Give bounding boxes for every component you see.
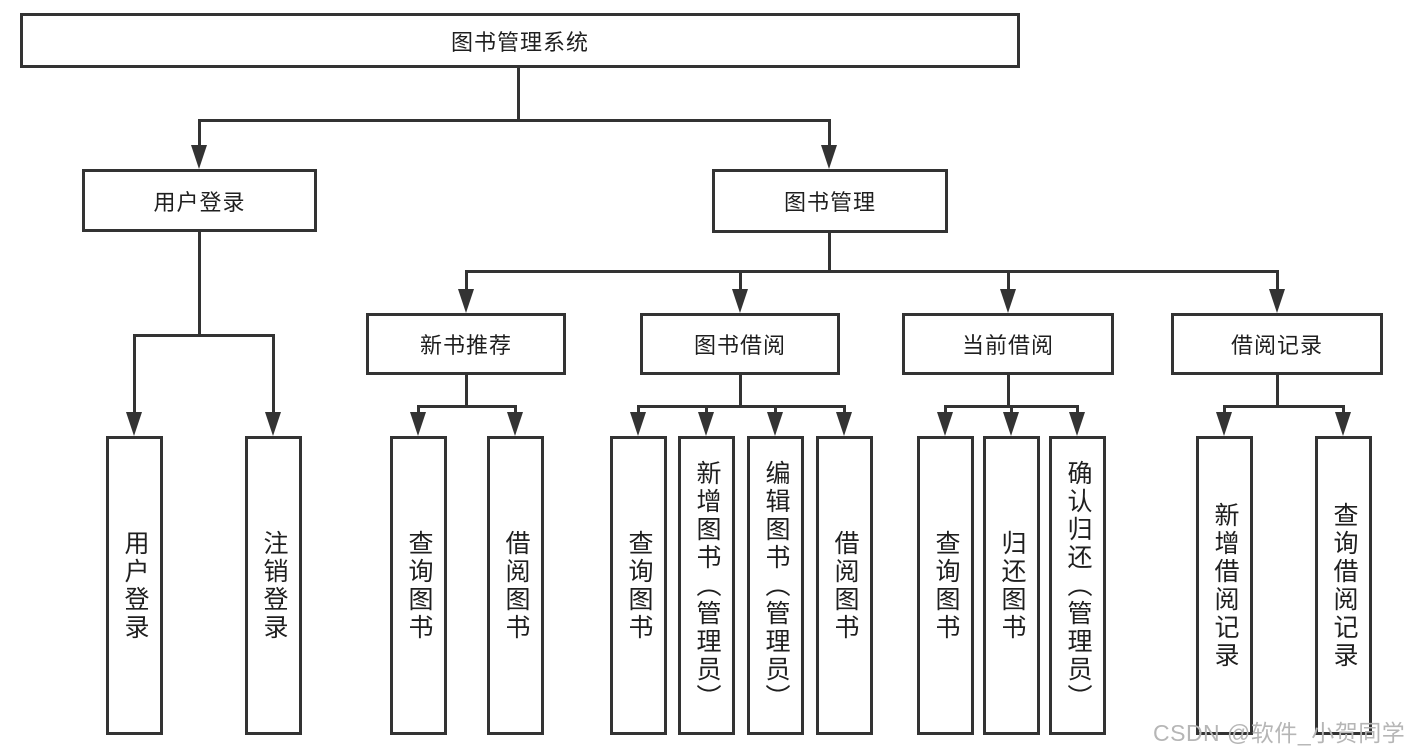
connector-line <box>1223 405 1226 417</box>
connector-line <box>133 334 275 337</box>
connector-line <box>1223 405 1344 408</box>
node-user-login-label: 用户登录 <box>153 189 246 215</box>
leaf-add-borrow-record-label: 新增借阅记录 <box>1211 501 1239 670</box>
arrow-down-icon <box>410 412 426 436</box>
leaf-query-borrow-record: 查询借阅记录 <box>1315 436 1372 735</box>
connector-line <box>417 405 517 408</box>
connector-line <box>517 68 520 121</box>
arrow-down-icon <box>937 412 953 436</box>
connector-line <box>637 405 845 408</box>
connector-line <box>944 405 947 417</box>
connector-line <box>637 405 640 417</box>
node-new-book-recommend-label: 新书推荐 <box>419 333 512 358</box>
node-borrow-record-label: 借阅记录 <box>1230 333 1323 358</box>
connector-line <box>1007 375 1010 408</box>
connector-line <box>198 119 831 122</box>
leaf-return-books-label: 归还图书 <box>998 529 1026 642</box>
leaf-user-login-label: 用户登录 <box>121 529 149 642</box>
connector-line <box>828 233 831 273</box>
arrow-down-icon <box>126 412 142 436</box>
leaf-borrow-books-1: 借阅图书 <box>487 436 544 735</box>
connector-line <box>198 119 201 151</box>
leaf-query-books-1-label: 查询图书 <box>405 529 433 642</box>
arrow-down-icon <box>821 145 837 169</box>
leaf-return-books: 归还图书 <box>983 436 1040 735</box>
connector-line <box>739 270 742 292</box>
connector-line <box>828 119 831 151</box>
connector-line <box>1342 405 1345 417</box>
arrow-down-icon <box>630 412 646 436</box>
arrow-down-icon <box>507 412 523 436</box>
node-root: 图书管理系统 <box>20 13 1020 68</box>
leaf-query-books-3-label: 查询图书 <box>932 529 960 642</box>
arrow-down-icon <box>458 289 474 313</box>
arrow-down-icon <box>265 412 281 436</box>
arrow-down-icon <box>836 412 852 436</box>
arrow-down-icon <box>1069 412 1085 436</box>
arrow-down-icon <box>1216 412 1232 436</box>
leaf-query-books-3: 查询图书 <box>917 436 974 735</box>
arrow-down-icon <box>191 145 207 169</box>
connector-line <box>198 232 201 336</box>
connector-line <box>774 405 777 417</box>
leaf-add-books-admin: 新增图书（管理员） <box>678 436 735 735</box>
leaf-query-books-2: 查询图书 <box>610 436 667 735</box>
connector-line <box>1010 405 1013 417</box>
node-root-label: 图书管理系统 <box>450 29 589 55</box>
connector-line <box>417 405 420 417</box>
leaf-add-books-admin-label: 新增图书（管理员） <box>693 459 721 712</box>
leaf-confirm-return-admin-label: 确认归还（管理员） <box>1064 459 1092 712</box>
leaf-query-books-2-label: 查询图书 <box>625 529 653 642</box>
leaf-logout: 注销登录 <box>245 436 302 735</box>
node-book-borrow: 图书借阅 <box>640 313 840 375</box>
connector-line <box>1076 405 1079 417</box>
connector-line <box>1276 375 1279 408</box>
leaf-edit-books-admin: 编辑图书（管理员） <box>747 436 804 735</box>
node-book-borrow-label: 图书借阅 <box>693 333 786 358</box>
leaf-confirm-return-admin: 确认归还（管理员） <box>1049 436 1106 735</box>
node-user-login: 用户登录 <box>82 169 317 232</box>
connector-line <box>465 270 1279 273</box>
node-book-management: 图书管理 <box>712 169 948 233</box>
connector-line <box>1276 270 1279 292</box>
connector-line <box>843 405 846 417</box>
leaf-add-borrow-record: 新增借阅记录 <box>1196 436 1253 735</box>
leaf-borrow-books-1-label: 借阅图书 <box>502 529 530 642</box>
arrow-down-icon <box>732 289 748 313</box>
arrow-down-icon <box>1269 289 1285 313</box>
arrow-down-icon <box>1000 289 1016 313</box>
connector-line <box>739 375 742 408</box>
arrow-down-icon <box>767 412 783 436</box>
arrow-down-icon <box>698 412 714 436</box>
connector-line <box>705 405 708 417</box>
connector-line <box>272 334 275 414</box>
connector-line <box>465 270 468 292</box>
node-borrow-record: 借阅记录 <box>1171 313 1383 375</box>
connector-line <box>514 405 517 417</box>
leaf-edit-books-admin-label: 编辑图书（管理员） <box>762 459 790 712</box>
node-book-management-label: 图书管理 <box>783 190 876 215</box>
arrow-down-icon <box>1335 412 1351 436</box>
node-new-book-recommend: 新书推荐 <box>366 313 566 375</box>
leaf-logout-label: 注销登录 <box>260 529 288 642</box>
csdn-watermark: CSDN @软件_小贺同学 <box>1153 720 1405 746</box>
connector-line <box>1007 270 1010 292</box>
node-current-borrow: 当前借阅 <box>902 313 1114 375</box>
leaf-borrow-books-2: 借阅图书 <box>816 436 873 735</box>
arrow-down-icon <box>1003 412 1019 436</box>
node-current-borrow-label: 当前借阅 <box>961 333 1054 358</box>
connector-line <box>133 334 136 414</box>
leaf-query-borrow-record-label: 查询借阅记录 <box>1330 501 1358 670</box>
leaf-query-books-1: 查询图书 <box>390 436 447 735</box>
leaf-borrow-books-2-label: 借阅图书 <box>831 529 859 642</box>
connector-line <box>465 375 468 408</box>
leaf-user-login: 用户登录 <box>106 436 163 735</box>
